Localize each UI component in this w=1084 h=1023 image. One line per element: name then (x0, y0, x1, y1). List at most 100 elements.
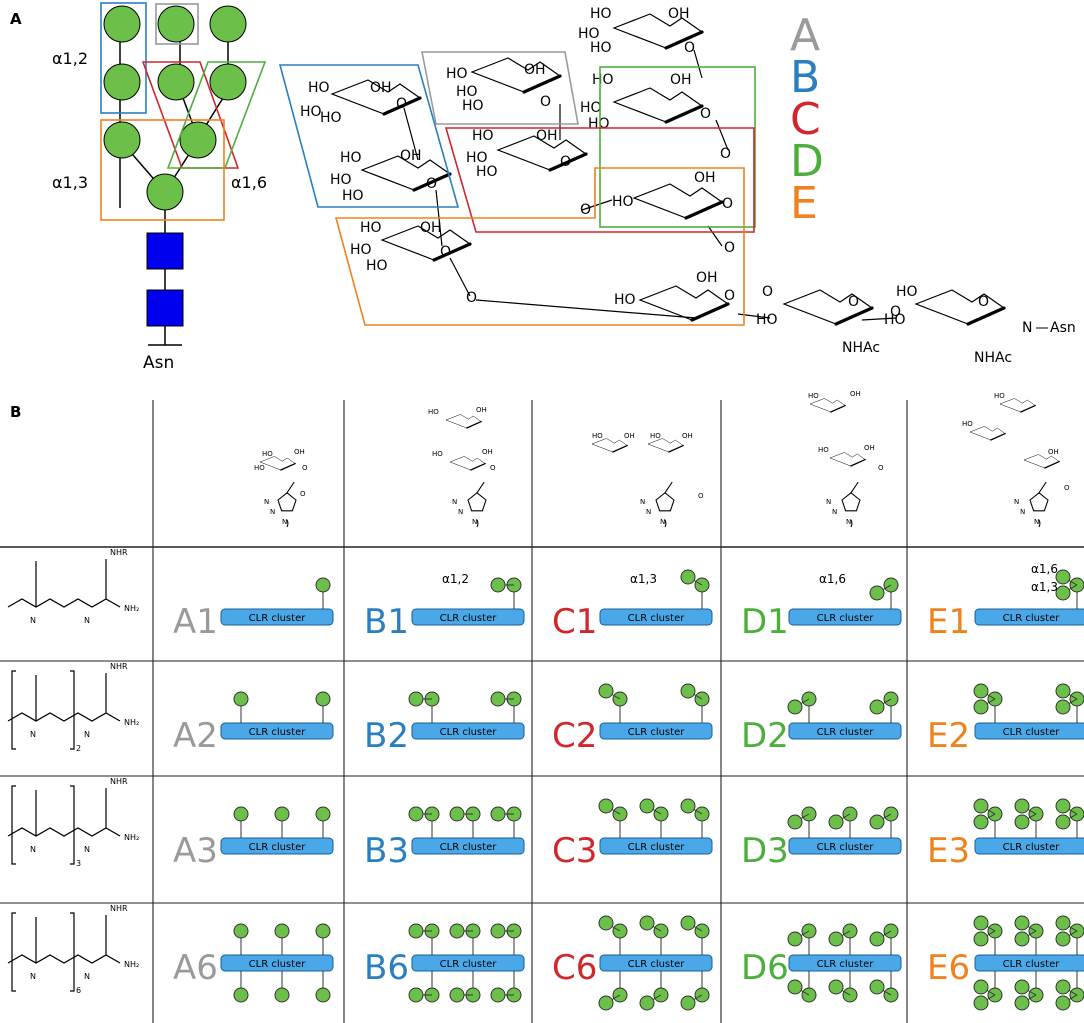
clr-cluster-bar (599, 722, 713, 740)
mannose-symbol (1055, 683, 1071, 699)
svg-text:OH: OH (400, 148, 422, 164)
mannose-symbol (787, 979, 803, 995)
clr-cluster-bar (788, 837, 902, 855)
linkage-label: α1,3 (630, 572, 657, 586)
svg-text:O: O (560, 154, 571, 170)
mannose-symbol (449, 987, 465, 1003)
legend-letter-c: C (790, 94, 821, 145)
atom-label: N (84, 972, 90, 981)
cell-label: E1 (927, 602, 970, 642)
svg-text:HO: HO (590, 40, 612, 56)
mannose-symbol (315, 806, 331, 822)
svg-text:N: N (1014, 498, 1019, 506)
svg-text:HO: HO (446, 66, 468, 82)
cell-label: D3 (741, 831, 789, 871)
mannose-symbol (449, 806, 465, 822)
mannose-symbol (1055, 569, 1071, 585)
svg-text:OH: OH (696, 270, 718, 286)
svg-text:HO: HO (818, 446, 829, 454)
mannose-symbol (274, 923, 290, 939)
clr-cluster-bar (788, 954, 902, 972)
clr-cluster-bar (974, 837, 1084, 855)
clr-cluster-bar (220, 837, 334, 855)
svg-text:O: O (396, 96, 407, 112)
svg-text:HO: HO (462, 98, 484, 114)
svg-text:O: O (440, 244, 451, 260)
clr-cluster-bar (788, 608, 902, 626)
region-box-c (141, 61, 240, 169)
svg-text:O: O (722, 196, 733, 212)
svg-text:O: O (540, 94, 551, 110)
mannose-symbol (1055, 585, 1071, 601)
svg-text:HO: HO (612, 194, 634, 210)
mannose-symbol (490, 987, 506, 1003)
region-box-d (599, 66, 756, 228)
mannose-symbol (973, 798, 989, 814)
mannose-symbol (408, 987, 424, 1003)
svg-text:HO: HO (592, 72, 614, 88)
linkage-label: α1,6 (1031, 562, 1058, 576)
cell-label: E3 (927, 831, 970, 871)
svg-text:O: O (490, 464, 496, 472)
mannose-symbol (680, 569, 696, 585)
mannose-symbol (315, 577, 331, 593)
svg-text:O: O (698, 492, 704, 500)
atom-label: NHR (110, 904, 128, 913)
backbone-bond (7, 712, 121, 722)
clr-cluster-label: CLR cluster (817, 959, 875, 970)
mannose-symbol (1055, 979, 1071, 995)
linkage-label-a13: α1,3 (52, 173, 88, 192)
cell-label: A1 (173, 602, 218, 642)
backbone-bond (7, 598, 121, 608)
svg-text:N: N (472, 518, 477, 526)
clr-cluster-bar (411, 954, 525, 972)
region-box-d (166, 61, 267, 169)
mannose-symbol (490, 691, 506, 707)
linkage-label: α1,6 (819, 572, 846, 586)
repeat-count: 2 (76, 744, 81, 753)
mannose-symbol (680, 798, 696, 814)
svg-text:HO: HO (254, 464, 265, 472)
svg-text:HO: HO (614, 292, 636, 308)
clr-cluster-label: CLR cluster (440, 727, 498, 738)
repeat-bracket (11, 912, 75, 992)
atom-label: N (30, 845, 36, 854)
region-box-e (100, 119, 225, 221)
linkage-label: α1,2 (442, 572, 469, 586)
mannose-symbol (1014, 995, 1030, 1011)
mannose-symbol (233, 923, 249, 939)
mannose-symbol (598, 798, 614, 814)
atom-label: NH₂ (124, 833, 139, 842)
svg-text:O: O (684, 40, 695, 56)
clr-cluster-bar (411, 837, 525, 855)
legend-letter-b: B (790, 52, 820, 103)
region-box-b (278, 64, 460, 208)
svg-text:HO: HO (308, 80, 330, 96)
svg-text:OH: OH (420, 220, 442, 236)
svg-text:N: N (660, 518, 665, 526)
mannose-symbol (973, 979, 989, 995)
svg-text:N: N (646, 508, 651, 516)
linkage-label: α1,3 (1031, 580, 1058, 594)
mannose-symbol (209, 63, 247, 101)
mannose-symbol (828, 814, 844, 830)
mannose-symbol (639, 915, 655, 931)
svg-text:HO: HO (588, 116, 610, 132)
clr-cluster-label: CLR cluster (817, 613, 875, 624)
region-box-c (444, 127, 755, 233)
clr-cluster-bar (974, 608, 1084, 626)
svg-text:O: O (890, 304, 901, 320)
clr-cluster-label: CLR cluster (249, 959, 307, 970)
svg-text:N: N (264, 498, 269, 506)
side-chain-bond (35, 915, 107, 963)
